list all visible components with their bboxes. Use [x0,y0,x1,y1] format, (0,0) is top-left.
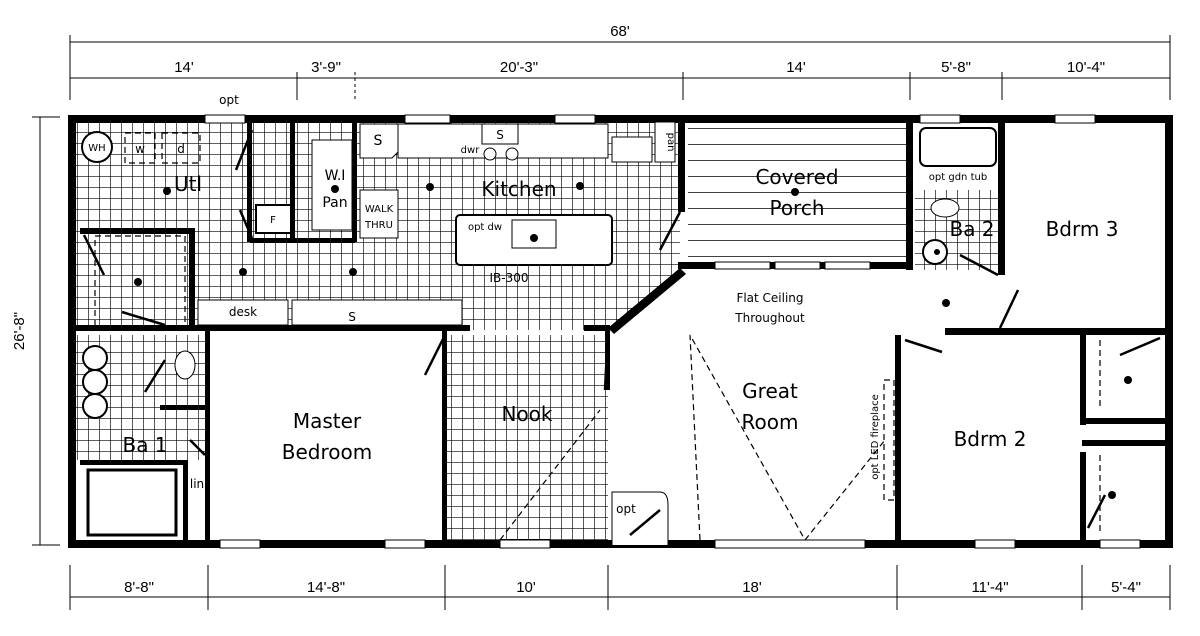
bar-sink-label: S [348,310,356,324]
room-label-bedroom2: Bdrm 2 [954,427,1027,451]
range-burner-icon [505,147,519,161]
bath1-sink-icon [82,393,108,419]
closet-shelf [94,235,186,327]
linen-label: lin [190,477,204,491]
walk-thru-label: WALK [365,204,394,215]
top-dim-2: 3'-9" [311,59,341,76]
dryer-label: d [177,142,185,156]
room-label-utility: Utl [174,172,202,196]
washer-icon [124,132,156,164]
light-fixtures [134,182,1132,499]
windows [204,114,1141,549]
freezer-icon [255,204,292,234]
bottom-dim-3: 10' [516,579,536,596]
room-label-kitchen: Kitchen [481,177,556,201]
drawer-label: dwr [461,145,481,156]
room-label-master-2: Bedroom [282,440,372,464]
pantry-shelves [311,139,353,231]
room-label-bedroom3: Bdrm 3 [1046,217,1119,241]
room-label-porch-2: Porch [769,196,824,220]
water-heater-label: WH [88,143,105,154]
vaulted-ceiling-line [689,334,806,541]
bottom-dim-1: 8'-8" [124,579,154,596]
room-label-bath2: Ba 2 [949,217,994,241]
corner-sink-label: S [374,133,383,149]
desk-label: desk [229,305,257,319]
room-label-nook: Nook [501,402,552,426]
toilet-icon [930,198,960,218]
bath1-toilet-icon [174,350,196,380]
diagonal-wall [608,268,686,334]
refrigerator-icon [611,136,653,163]
top-dim-5: 5'-8" [941,59,971,76]
freezer-label: F [270,215,276,226]
room-label-pantry: W.I [325,168,346,184]
bottom-dim-5: 11'-4" [971,579,1008,596]
bath1-sink-icon [82,369,108,395]
shower-icon [86,468,178,537]
bottom-dim-2: 14'-8" [307,579,345,596]
opt-bump-out-label: opt [616,502,636,516]
room-label-great-room-2: Room [742,410,799,434]
bottom-dim-6: 5'-4" [1111,579,1141,596]
garden-tub-icon [919,127,997,167]
fireplace-label: opt LED fireplace [870,394,881,480]
dryer-icon [161,132,201,164]
room-label-bath1: Ba 1 [122,433,167,457]
opt-dishwasher-label: opt dw [468,222,502,233]
overall-width-label: 68' [610,23,630,40]
water-heater-icon [81,131,113,163]
overall-depth-label: 26'-8" [11,312,28,350]
dimension-lines [32,35,1171,610]
doors [82,129,1161,536]
top-dim-6: 10'-4" [1067,59,1105,76]
kitchen-sink-icon [481,123,519,145]
top-dim-4: 14' [786,59,806,76]
walk-thru-label-2: THRU [364,220,393,231]
walk-thru-box [359,189,399,239]
room-label-pantry-2: Pan [322,195,347,211]
room-label-porch: Covered [755,165,838,189]
island-label: IB-300 [489,271,528,285]
pan-label: pan [665,133,676,152]
pantry-cabinet [654,121,676,163]
range-burner-icon [483,147,497,161]
room-label-great-room: Great [742,379,798,403]
bar-counter [291,299,463,326]
ceiling-note-2: Throughout [734,311,805,325]
bath1-sink-icon [82,345,108,371]
washer-label: w [135,142,145,156]
top-dim-3: 20'-3" [500,59,538,76]
kitchen-sink-label: S [496,128,504,142]
desk-counter [197,299,289,326]
garden-tub-label: opt gdn tub [929,172,987,183]
opt-window-note: opt [219,93,239,107]
bottom-dim-4: 18' [742,579,762,596]
top-dim-1: 14' [174,59,194,76]
fireplace-icon [883,379,895,501]
ceiling-note: Flat Ceiling [736,291,803,305]
room-label-master: Master [293,409,362,433]
opt-bump-out [611,491,669,545]
